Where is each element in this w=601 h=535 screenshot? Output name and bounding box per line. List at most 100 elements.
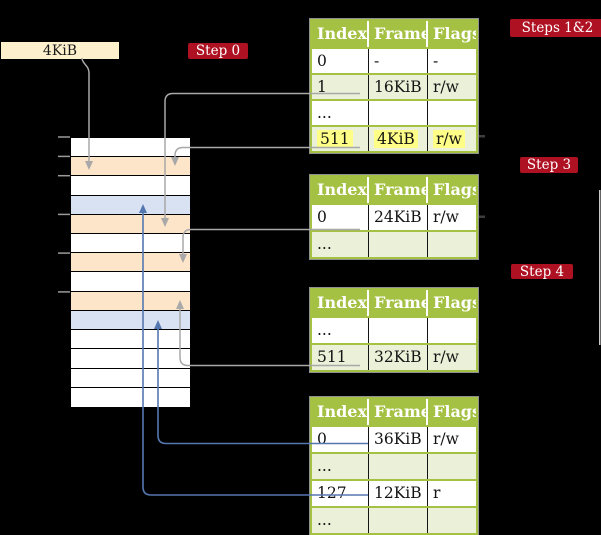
cell-frame: 12KiB <box>369 481 428 506</box>
cell-index: ... <box>312 232 369 257</box>
cell-frame: 32KiB <box>369 345 428 370</box>
cell-index: 511 <box>312 345 369 370</box>
col-header-frame: Frame <box>369 399 428 425</box>
col-header-index: Index <box>312 290 369 316</box>
memory-row <box>71 176 190 196</box>
memory-row <box>71 368 190 388</box>
table-row-highlighted: 511 4KiB r/w <box>312 125 476 151</box>
cell-frame: 4KiB <box>369 127 428 151</box>
memory-boundary-ticks <box>58 136 70 293</box>
table-row: 0 - - <box>312 47 476 73</box>
cell-flags: - <box>433 52 439 70</box>
cell-index: 1 <box>312 75 369 99</box>
cell-index: ... <box>312 318 369 343</box>
table-row: 0 24KiB r/w <box>312 203 476 230</box>
badge-steps-1-2: Steps 1&2 <box>510 19 601 37</box>
cell-frame <box>369 101 428 125</box>
cell-index: 127 <box>312 481 369 506</box>
physical-memory-column <box>70 137 191 408</box>
highlight-mark: 511 <box>317 130 353 148</box>
badge-step-4: Step 4 <box>511 263 573 280</box>
badge-step-0-label: Step 0 <box>195 43 241 59</box>
cell-index: ... <box>312 454 369 479</box>
memory-row <box>71 138 190 158</box>
badge-step-3-label: Step 3 <box>526 157 572 173</box>
page-table-steps-1-2: Index Frame Flags 0 - - 1 16KiB r/w ... … <box>310 19 478 153</box>
cell-frame <box>369 508 428 533</box>
badge-step-0: Step 0 <box>188 43 248 59</box>
memory-row <box>71 291 190 311</box>
table-header-row: Index Frame Flags <box>312 177 476 203</box>
table1-right-stub <box>479 135 485 138</box>
cell-frame: 16KiB <box>369 75 428 99</box>
col-header-index: Index <box>312 177 369 203</box>
cell-flags <box>428 508 476 533</box>
cell-flags <box>428 232 476 257</box>
highlight-mark: r/w <box>433 130 465 148</box>
table-row: 127 12KiB r <box>312 479 476 506</box>
cell-index: 0 <box>312 427 369 452</box>
table-header-row: Index Frame Flags <box>312 290 476 316</box>
col-header-flags: Flags <box>433 402 476 421</box>
col-header-frame: Frame <box>369 177 428 203</box>
cell-index: 0 <box>312 205 369 230</box>
badge-step-3: Step 3 <box>520 157 578 173</box>
badge-step-4-label: Step 4 <box>519 263 565 280</box>
memory-row <box>71 330 190 350</box>
table-row: ... <box>312 452 476 479</box>
col-header-frame: Frame <box>369 290 428 316</box>
col-header-flags: Flags <box>433 293 476 312</box>
cell-frame: - <box>369 49 428 73</box>
table-row: ... <box>312 316 476 343</box>
table-header-row: Index Frame Flags <box>312 21 476 47</box>
table-row: ... <box>312 99 476 125</box>
memory-row <box>71 195 190 215</box>
cell-index: ... <box>312 101 369 125</box>
page-size-text: 4KiB <box>42 42 78 59</box>
cell-index: 0 <box>312 49 369 73</box>
col-header-flags: Flags <box>433 24 476 43</box>
table-row: ... <box>312 506 476 533</box>
cell-index: 511 <box>312 127 369 151</box>
cell-frame <box>369 318 428 343</box>
memory-row <box>71 310 190 331</box>
cell-flags <box>428 318 476 343</box>
table-row: 511 32KiB r/w <box>312 343 476 370</box>
col-header-index: Index <box>312 399 369 425</box>
memory-row <box>71 157 190 177</box>
table-row: 0 36KiB r/w <box>312 425 476 452</box>
cell-flags: r/w <box>428 127 476 151</box>
highlight-mark: 4KiB <box>374 130 418 148</box>
page-table-step-3: Index Frame Flags 0 24KiB r/w ... <box>310 175 478 259</box>
cell-flags: r/w <box>433 208 459 226</box>
cell-index: ... <box>312 508 369 533</box>
memory-row <box>71 214 190 235</box>
table-row: 1 16KiB r/w <box>312 73 476 99</box>
table-row: ... <box>312 230 476 257</box>
table-header-row: Index Frame Flags <box>312 399 476 425</box>
page-size-label: 4KiB <box>1 42 119 59</box>
cell-flags <box>428 454 476 479</box>
memory-row <box>71 272 190 292</box>
memory-row <box>71 387 190 407</box>
cell-frame: 36KiB <box>369 427 428 452</box>
col-header-frame: Frame <box>369 21 428 47</box>
cell-flags <box>428 101 476 125</box>
col-header-flags: Flags <box>433 180 476 199</box>
badge-steps-1-2-label: Steps 1&2 <box>521 20 594 36</box>
page-table-leaf: Index Frame Flags 0 36KiB r/w ... 127 12… <box>310 397 478 535</box>
table2-right-stub <box>479 215 485 218</box>
cell-flags: r/w <box>433 78 459 96</box>
cell-flags: r <box>433 484 441 502</box>
cell-flags: r/w <box>433 348 459 366</box>
right-edge-line <box>599 190 601 345</box>
memory-row <box>71 253 190 273</box>
cell-frame <box>369 454 428 479</box>
cell-flags: r/w <box>433 430 459 448</box>
page-table-step-4: Index Frame Flags ... 511 32KiB r/w <box>310 288 478 372</box>
cell-frame <box>369 232 428 257</box>
memory-row <box>71 349 190 369</box>
memory-row <box>71 234 190 254</box>
cell-frame: 24KiB <box>369 205 428 230</box>
